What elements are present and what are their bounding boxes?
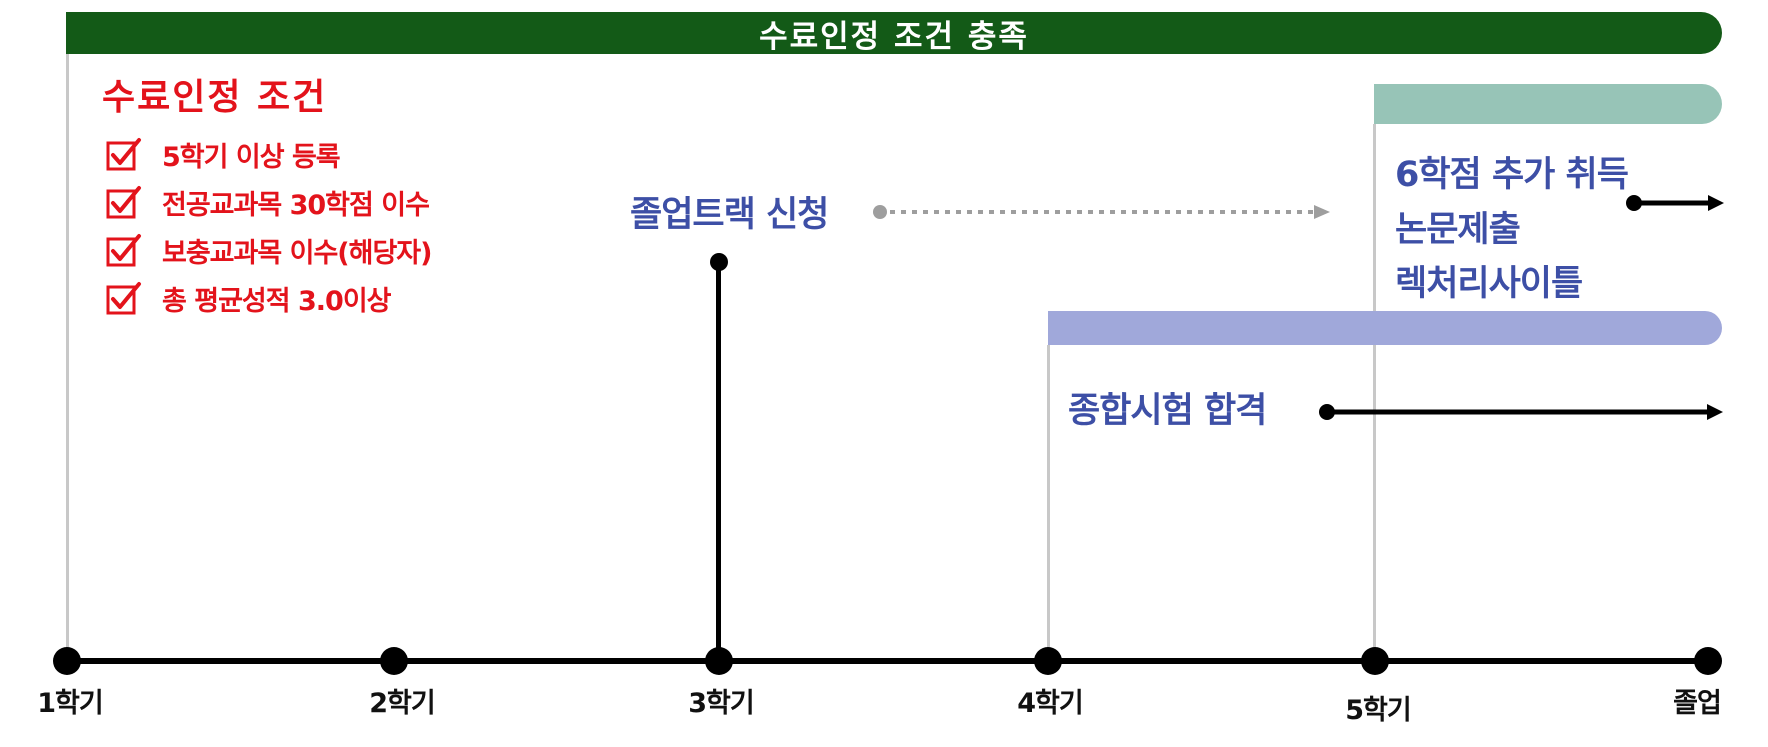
thesis-line-recital: 렉처리사이틀	[1395, 264, 1583, 304]
semester-label: 1학기	[37, 688, 103, 719]
condition-label: 전공교과목 30학점 이수	[162, 189, 430, 221]
thesis-guide-line	[1373, 124, 1376, 662]
timeline-dot	[1034, 647, 1062, 675]
condition-label: 보충교과목 이수(해당자)	[162, 237, 432, 269]
checkbox-checked-icon	[106, 282, 141, 315]
conditions-list: 5학기 이상 등록 전공교과목 30학점 이수 보충교과목 이수(해당자) 총 …	[106, 130, 432, 322]
condition-label: 총 평균성적 3.0이상	[162, 285, 392, 317]
condition-item: 보충교과목 이수(해당자)	[106, 226, 432, 274]
timeline-dot	[705, 647, 733, 675]
timeline-axis	[66, 658, 1709, 664]
completion-banner: 수료인정 조건 충족	[66, 12, 1722, 55]
exam-guide-line	[1047, 345, 1050, 662]
thesis-line-paper: 논문제출	[1395, 210, 1521, 250]
condition-label: 5학기 이상 등록	[162, 141, 341, 173]
semester-label: 3학기	[688, 688, 754, 719]
checkbox-checked-icon	[106, 186, 141, 219]
track-dotted-arrow	[873, 205, 1330, 219]
thesis-arrow	[1626, 195, 1724, 211]
timeline-dot	[1694, 647, 1722, 675]
timeline-dot	[380, 647, 408, 675]
track-label: 졸업트랙 신청	[630, 195, 829, 235]
checkbox-checked-icon	[106, 138, 141, 171]
semester-label: 졸업	[1673, 688, 1722, 719]
completion-banner-text: 수료인정 조건 충족	[759, 18, 1029, 55]
exam-arrow	[1319, 404, 1723, 420]
condition-item: 5학기 이상 등록	[106, 130, 431, 178]
timeline-dot	[53, 647, 81, 675]
exam-bar	[1048, 311, 1722, 345]
track-stem-line	[716, 262, 721, 660]
exam-label: 종합시험 합격	[1068, 391, 1267, 431]
semester-label: 5학기	[1345, 695, 1411, 726]
track-stem-top-dot	[710, 253, 728, 271]
condition-item: 총 평균성적 3.0이상	[106, 274, 431, 322]
conditions-title: 수료인정 조건	[102, 77, 328, 118]
start-guide-line	[66, 54, 69, 662]
timeline-dot	[1361, 647, 1389, 675]
semester-label: 2학기	[369, 688, 435, 719]
condition-item: 전공교과목 30학점 이수	[106, 178, 431, 226]
checkbox-checked-icon	[106, 234, 141, 267]
thesis-line-credits: 6학점 추가 취득	[1395, 155, 1629, 195]
semester-label: 4학기	[1017, 688, 1083, 719]
thesis-bar	[1374, 84, 1722, 124]
